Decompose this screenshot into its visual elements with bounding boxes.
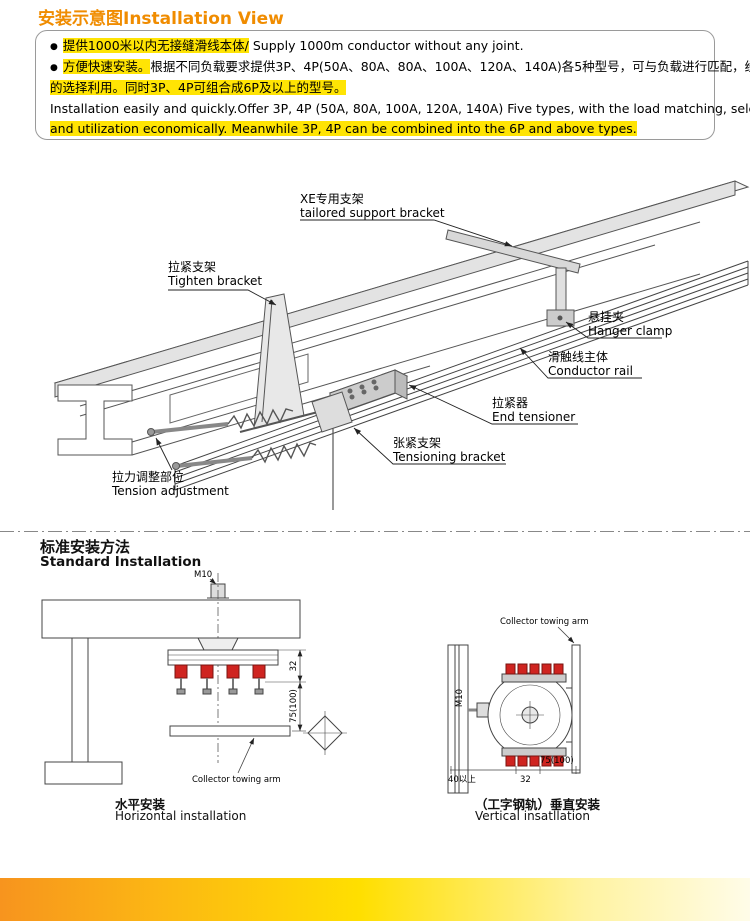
dim-40: 40以上 [448, 775, 476, 785]
leader-lines [155, 219, 662, 471]
feature-line-4: Installation easily and quickly.Offer 3P… [50, 99, 750, 120]
installation-view-drawing [53, 180, 750, 510]
label-en: End tensioner [492, 410, 576, 424]
tighten-bracket-part [239, 293, 319, 433]
label-hanger-clamp: 悬挂夹 Hanger clamp [588, 310, 672, 338]
label-en: tailored support bracket [300, 206, 445, 220]
page-title-zh: 安装示意图 [38, 9, 123, 29]
label-conductor-rail: 滑触线主体 Conductor rail [548, 350, 633, 378]
feature-line-1-highlight: 提供1000米以内无接缝滑线本体/ [62, 38, 249, 53]
feature-line-1-text: Supply 1000m conductor without any joint… [248, 38, 524, 53]
horizontal-structure [41, 573, 347, 785]
bullet-icon: ● [50, 62, 58, 73]
label-tighten-bracket: 拉紧支架 Tighten bracket [168, 260, 262, 288]
vertical-structure [447, 626, 581, 794]
conductor-rail-part [174, 260, 749, 491]
dim-75-100: 75(100) [289, 689, 299, 723]
feature-box: ● 提供1000米以内无接缝滑线本体/ Supply 1000m conducto… [35, 30, 750, 140]
label-xe-support-bracket: XE专用支架 tailored support bracket [300, 192, 445, 220]
towing-arm-label: Collector towing arm [192, 775, 281, 785]
label-en: Conductor rail [548, 364, 633, 378]
label-zh: 拉力调整部位 [112, 470, 185, 484]
collector-shoes [505, 663, 564, 767]
page-title-en: Installation View [123, 9, 284, 29]
label-end-tensioner: 拉紧器 End tensioner [492, 396, 575, 424]
caption-vertical-en: Vertical insatllation [475, 809, 590, 823]
section-divider [0, 531, 750, 532]
label-en: Tension adjustment [112, 484, 229, 498]
label-zh: 张紧支架 [393, 436, 442, 450]
collector-shoes [174, 664, 266, 695]
tensioning-bracket-part [311, 391, 353, 433]
label-zh: 滑触线主体 [548, 350, 609, 364]
label-tensioning-bracket: 张紧支架 Tensioning bracket [393, 436, 505, 464]
feature-line-1: ● 提供1000米以内无接缝滑线本体/ Supply 1000m conducto… [50, 36, 700, 57]
vertical-installation-drawing: Collector towing arm M10 40以上 32 75(100) [447, 617, 589, 794]
label-tension-adjustment: 拉力调整部位 Tension adjustment [112, 470, 229, 498]
caption-horizontal-en: Horizontal installation [115, 809, 247, 823]
label-zh: 拉紧器 [492, 396, 529, 410]
tension-adjustment-part [147, 408, 317, 470]
section-heading-en: Standard Installation [40, 554, 202, 570]
feature-line-3-highlight: 的选择利用。同时3P、4P可组合成6P及以上的型号。 [50, 80, 347, 95]
feature-line-4-text: Installation easily and quickly.Offer 3P… [50, 100, 750, 116]
horizontal-installation-drawing: M10 32 75(100) Collector towing arm [41, 570, 347, 785]
dim-m10: M10 [194, 570, 212, 580]
caption-vertical-zh: （工字钢轨）垂直安装 [475, 797, 601, 812]
xe-support-bracket-part [445, 229, 581, 327]
m10-bolt [476, 702, 490, 718]
label-en: Hanger clamp [588, 324, 673, 338]
label-en: Tighten bracket [168, 274, 263, 288]
dim-32: 32 [520, 775, 531, 785]
towing-arm-bar [571, 644, 581, 774]
towing-arm-label: Collector towing arm [500, 617, 589, 627]
feature-line-2-highlight: 方便快速安装。 [62, 59, 151, 74]
dim-32: 32 [289, 661, 299, 672]
label-zh: XE专用支架 [300, 192, 364, 206]
feature-line-2-text: 根据不同负载要求提供3P、4P(50A、80A、80A、100A、120A、14… [150, 59, 750, 74]
feature-line-2: ● 方便快速安装。根据不同负载要求提供3P、4P(50A、80A、80A、100A… [50, 57, 750, 78]
caption-horizontal-zh: 水平安装 [115, 797, 166, 812]
bullet-icon: ● [50, 41, 58, 52]
feature-line-5: and utilization economically. Meanwhile … [50, 119, 700, 140]
towing-arm-plate [169, 725, 291, 737]
feature-line-3: 的选择利用。同时3P、4P可组合成6P及以上的型号。 [50, 78, 700, 99]
label-zh: 悬挂夹 [588, 310, 625, 324]
label-zh: 拉紧支架 [168, 260, 217, 274]
section-heading-zh: 标准安装方法 [40, 538, 131, 556]
dim-75-100: 75(100) [540, 756, 574, 766]
label-en: Tensioning bracket [393, 450, 506, 464]
bottom-gradient-bar [0, 878, 750, 921]
page-title: 安装示意图Installation View [38, 4, 284, 29]
dim-m10: M10 [455, 689, 465, 707]
feature-line-5-highlight: and utilization economically. Meanwhile … [50, 121, 637, 136]
